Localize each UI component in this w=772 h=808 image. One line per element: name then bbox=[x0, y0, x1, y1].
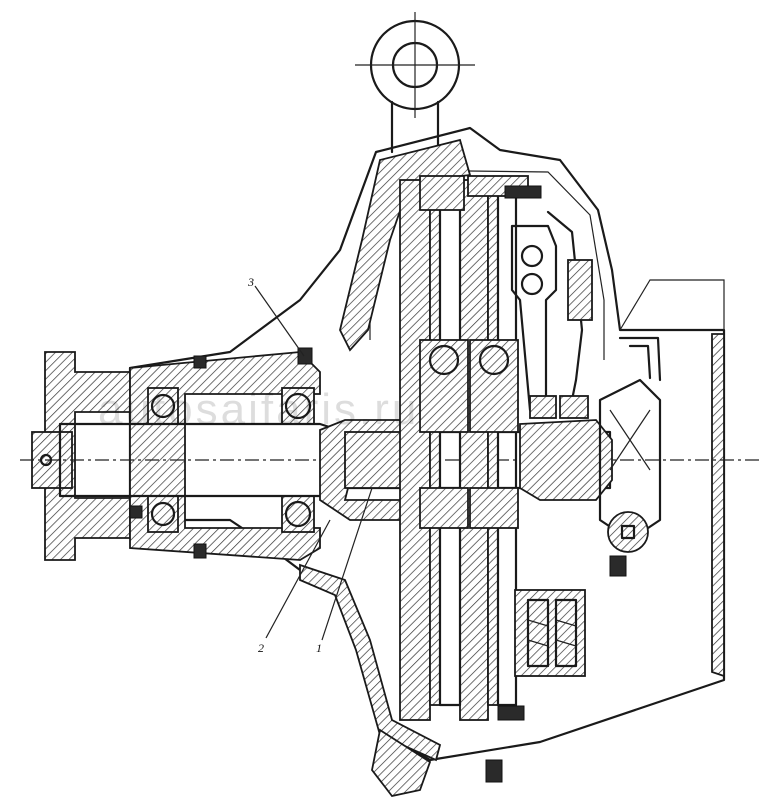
release-sleeve bbox=[519, 419, 613, 501]
housing-rear-flange bbox=[711, 333, 725, 678]
release-lever-mechanism bbox=[510, 210, 593, 419]
label-3: 3 bbox=[247, 275, 254, 289]
pressure-springs-lower bbox=[514, 589, 586, 677]
shift-fork bbox=[598, 336, 662, 553]
locking-nut bbox=[344, 431, 402, 489]
label-1: 1 bbox=[316, 641, 322, 655]
bearing-housing-bolts bbox=[129, 347, 627, 577]
pressure-spring-bolts-top bbox=[419, 175, 542, 211]
bottom-fasteners bbox=[371, 705, 525, 797]
watermark: autosaifaris.ru bbox=[98, 385, 419, 434]
disc-hub-bearings bbox=[419, 339, 519, 529]
clutch-disc-pack bbox=[399, 179, 518, 721]
input-bearing-right bbox=[281, 387, 315, 533]
leader-line-1 bbox=[321, 487, 373, 641]
pilot-hub bbox=[319, 419, 407, 521]
housing-front-wall bbox=[339, 138, 472, 352]
label-2: 2 bbox=[258, 641, 264, 655]
housing-lower-wall bbox=[299, 563, 442, 762]
input-flange bbox=[44, 351, 131, 561]
input-bearing-left bbox=[147, 387, 179, 533]
leader-line-2 bbox=[265, 519, 331, 639]
lifting-eye bbox=[355, 12, 475, 154]
leader-line-3 bbox=[254, 285, 305, 357]
